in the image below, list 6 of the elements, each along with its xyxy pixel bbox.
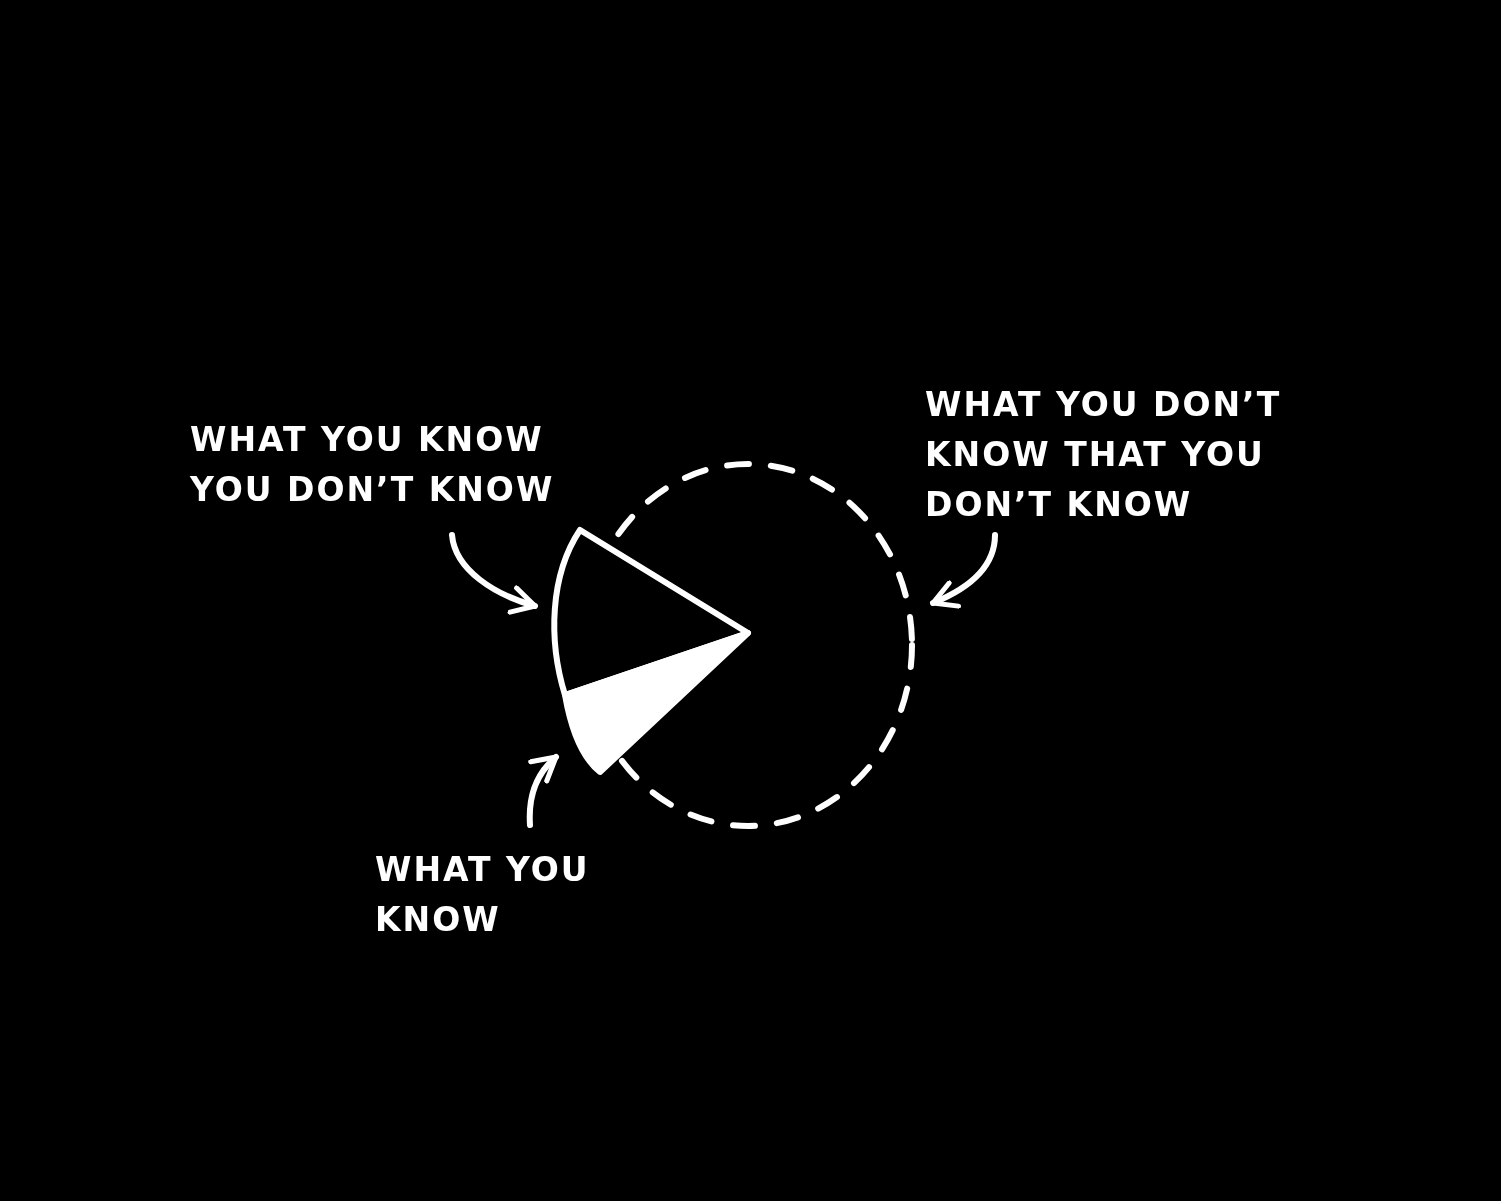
arrow xyxy=(930,532,998,609)
annotation-text: WHAT YOU DON’T KNOW THAT YOU DON’T KNOW xyxy=(925,384,1283,526)
arrow xyxy=(449,532,538,614)
annotation-text: WHAT YOU KNOW YOU DON’T KNOW xyxy=(190,419,556,511)
arrow xyxy=(526,754,559,828)
annotation-text: WHAT YOU KNOW xyxy=(375,849,591,941)
